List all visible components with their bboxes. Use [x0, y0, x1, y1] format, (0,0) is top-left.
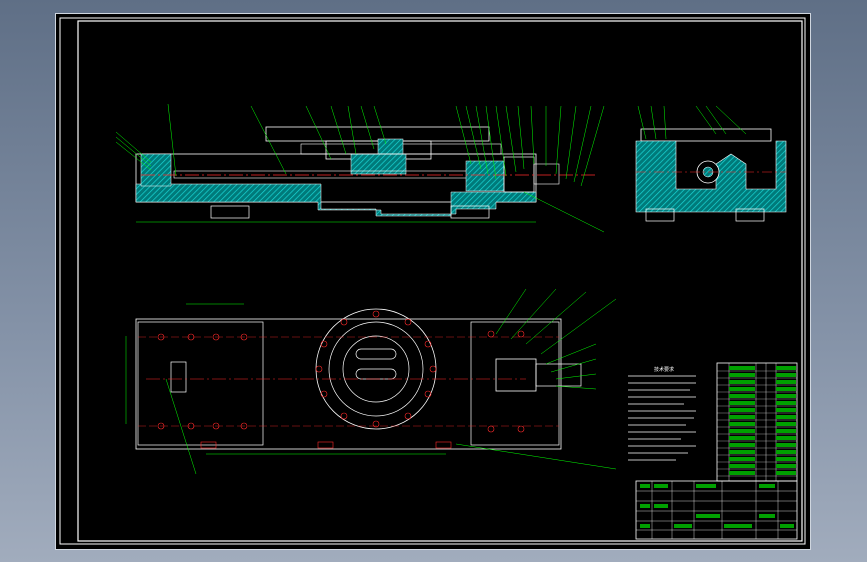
parts-table-rows	[729, 366, 796, 475]
motor-box	[495, 358, 537, 392]
plan-dimensions	[125, 303, 446, 455]
motor-mount	[503, 156, 535, 193]
turntable-inner	[342, 335, 410, 403]
side-section-view[interactable]	[635, 105, 787, 222]
front-leader-lines	[115, 103, 605, 233]
top-slide-plate	[265, 126, 490, 142]
side-foot-right	[735, 208, 765, 222]
side-top-plate	[640, 128, 772, 142]
side-body-hatch	[635, 140, 787, 213]
top-plan-view[interactable]	[125, 288, 617, 475]
plan-foot-2	[317, 441, 334, 449]
plan-foot-1	[200, 441, 217, 449]
plan-foot-3	[435, 441, 452, 449]
plan-base	[135, 318, 562, 450]
rail-foot-left	[210, 205, 250, 219]
parts-row-lines	[717, 370, 797, 477]
motor-extension	[535, 363, 582, 387]
plan-left-block	[137, 321, 264, 446]
bolt-hole-ring	[315, 310, 437, 428]
base-left-hatch	[140, 153, 172, 187]
title-block-text-fills	[640, 484, 794, 528]
bearing-housing	[465, 160, 505, 192]
title-block[interactable]	[635, 480, 798, 540]
side-leader-lines	[637, 105, 747, 140]
base-outline	[135, 153, 537, 203]
note-lines	[628, 375, 696, 461]
plan-leader-lines	[165, 288, 617, 475]
lead-screw	[173, 170, 475, 179]
turntable-mid	[328, 321, 424, 417]
tech-notes-title: 技术要求	[654, 366, 674, 373]
inner-frame	[77, 20, 803, 542]
rail-foot-right	[450, 205, 490, 219]
outer-frame	[59, 17, 806, 545]
base-hatch	[135, 183, 537, 217]
coupling	[533, 163, 560, 185]
front-section-view[interactable]	[115, 103, 605, 233]
side-foot-left	[645, 208, 675, 222]
technical-notes[interactable]: 技术要求	[628, 366, 696, 461]
turntable-slot-2	[355, 348, 397, 360]
cad-viewport[interactable]: 技术要求	[55, 13, 811, 550]
title-block-frame	[635, 480, 798, 540]
parts-list-table[interactable]	[716, 362, 798, 482]
turntable-slot	[355, 368, 397, 380]
plan-end-box	[170, 361, 187, 393]
plan-right-block	[470, 321, 560, 446]
title-block-grid	[636, 481, 797, 539]
